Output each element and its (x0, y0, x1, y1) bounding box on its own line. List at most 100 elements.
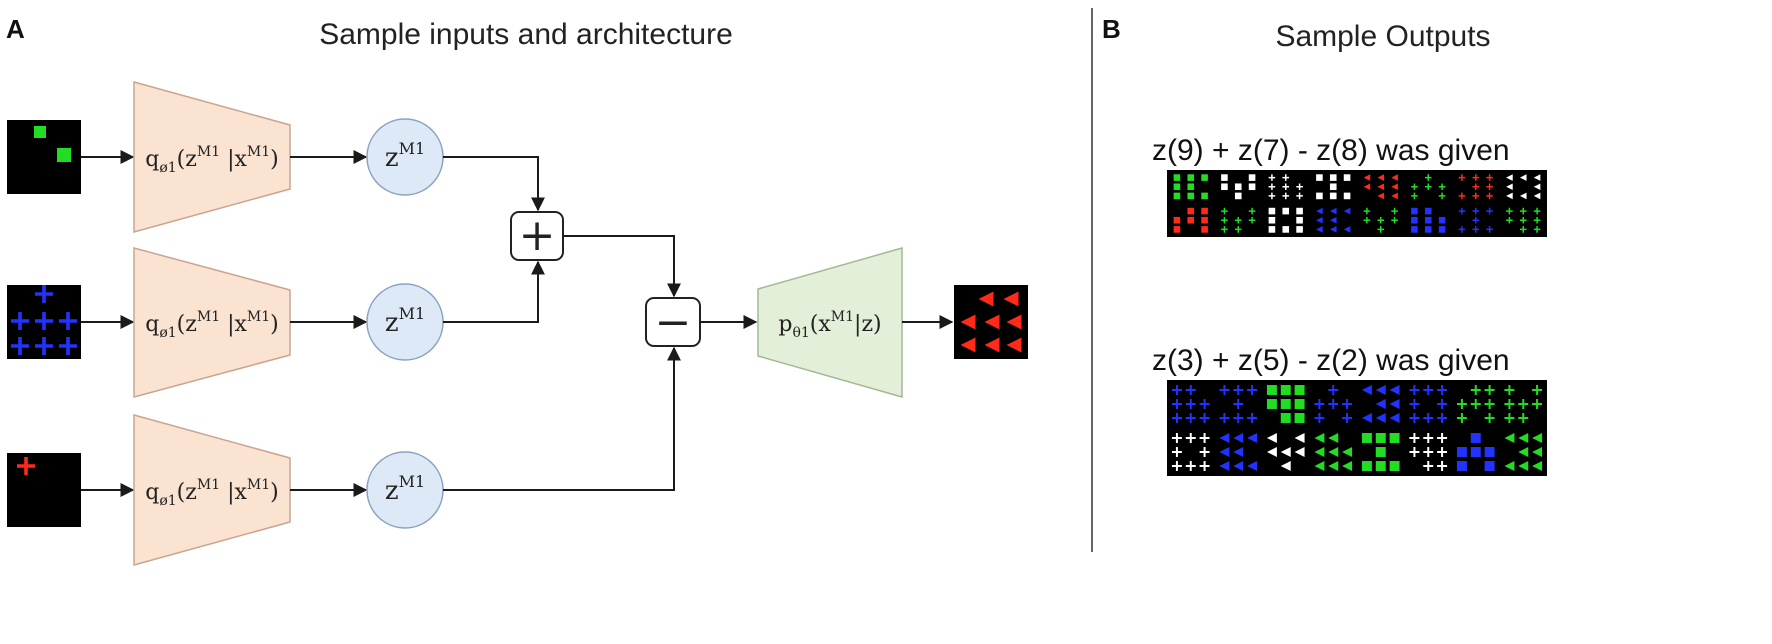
plus-glyph (1247, 413, 1258, 423)
triangle-glyph (1329, 207, 1337, 215)
triangle-glyph (1247, 433, 1258, 443)
triangle-glyph (1006, 314, 1022, 330)
square-glyph (1424, 207, 1432, 215)
square-glyph (1221, 183, 1228, 191)
square-glyph (1456, 461, 1467, 471)
square-glyph (1470, 447, 1481, 457)
square-glyph (1424, 216, 1432, 224)
plus-glyph (1470, 385, 1481, 395)
panel-b-label: B (1102, 14, 1121, 44)
plus-glyph (1185, 399, 1196, 409)
panel-a-title: Sample inputs and architecture (319, 18, 733, 51)
triangle-glyph (1532, 461, 1543, 471)
plus-glyph (1199, 399, 1210, 409)
plus-glyph (59, 312, 77, 330)
plus-glyph (1532, 399, 1543, 409)
plus-glyph (1411, 192, 1418, 200)
plus-glyph (1458, 174, 1466, 181)
square-glyph (1294, 385, 1305, 395)
triangle-glyph (1294, 433, 1305, 443)
triangle-glyph (1363, 183, 1371, 191)
plus-glyph (1438, 192, 1446, 200)
arrow-latent2-plus (443, 260, 545, 323)
plus-glyph (1409, 447, 1420, 457)
plus-glyph (1219, 413, 1230, 423)
square-glyph (1268, 216, 1276, 224)
plus-glyph (1409, 413, 1420, 423)
plus-glyph (1342, 399, 1353, 409)
plus-glyph (1171, 447, 1182, 457)
triangle-glyph (1363, 174, 1371, 181)
triangle-glyph (1266, 447, 1277, 457)
square-glyph (1268, 207, 1276, 215)
triangle-glyph (1519, 174, 1527, 181)
square-glyph (1266, 385, 1277, 395)
square-glyph (1187, 216, 1195, 224)
plus-glyph (1296, 192, 1303, 200)
plus-glyph (1472, 207, 1480, 215)
plus-glyph (1296, 183, 1303, 191)
square-glyph (1361, 461, 1372, 471)
plus-glyph (1519, 226, 1527, 233)
plus-glyph (1233, 399, 1244, 409)
square-glyph (1268, 226, 1276, 233)
triangle-glyph (1233, 433, 1244, 443)
triangle-glyph (1219, 433, 1230, 443)
plus-glyph (1221, 226, 1228, 233)
plus-glyph (1437, 447, 1448, 457)
square-glyph (1296, 207, 1303, 215)
plus-glyph (1486, 174, 1493, 181)
plus-glyph (1423, 413, 1434, 423)
square-glyph (1248, 174, 1256, 181)
plus-glyph (1484, 385, 1495, 395)
triangle-glyph (1533, 183, 1541, 191)
plus-glyph (1470, 399, 1481, 409)
triangle-glyph (1343, 226, 1351, 233)
square-glyph (1424, 226, 1432, 233)
plus-glyph (1314, 413, 1325, 423)
plus-glyph (1519, 216, 1527, 224)
plus-glyph (1424, 174, 1432, 181)
triangle-glyph (960, 314, 976, 330)
square-glyph (1187, 207, 1195, 215)
plus-glyph (1437, 461, 1448, 471)
square-glyph (1361, 433, 1372, 443)
sample-strip-1 (1167, 170, 1547, 237)
triangle-glyph (1329, 226, 1337, 233)
triangle-glyph (1219, 461, 1230, 471)
plus-glyph (1472, 216, 1480, 224)
square-glyph (1343, 174, 1351, 181)
latent-2: zM1 (366, 283, 444, 361)
plus-glyph (1377, 226, 1385, 233)
plus-glyph (1504, 413, 1515, 423)
plus-glyph (1171, 385, 1182, 395)
plus-glyph (35, 312, 53, 330)
sample-strip-2 (1167, 380, 1547, 476)
plus-glyph (1437, 413, 1448, 423)
triangle-glyph (1280, 461, 1291, 471)
square-glyph (1201, 216, 1208, 224)
svg-text:−: − (655, 297, 692, 348)
plus-glyph (1221, 207, 1228, 215)
square-glyph (1294, 413, 1305, 423)
example-2-caption: z(3) + z(5) - z(2) was given (1152, 344, 1510, 377)
square-glyph (1411, 226, 1418, 233)
plus-glyph (1504, 399, 1515, 409)
plus-glyph (1506, 216, 1513, 224)
square-glyph (1201, 226, 1208, 233)
triangle-glyph (960, 337, 976, 353)
plus-glyph (1363, 207, 1371, 215)
plus-glyph (1533, 216, 1541, 224)
plus-glyph (1456, 399, 1467, 409)
minus-operator: − (645, 297, 701, 348)
triangle-glyph (1328, 447, 1339, 457)
decoder: pθ1(xM1|z) (757, 247, 903, 398)
triangle-glyph (1391, 192, 1398, 200)
arrow-latent3-minus (443, 346, 681, 491)
triangle-glyph (1328, 461, 1339, 471)
plus-glyph (1423, 447, 1434, 457)
triangle-glyph (1314, 447, 1325, 457)
triangle-glyph (1266, 433, 1277, 443)
square-glyph (1201, 192, 1208, 200)
square-glyph (1187, 174, 1195, 181)
